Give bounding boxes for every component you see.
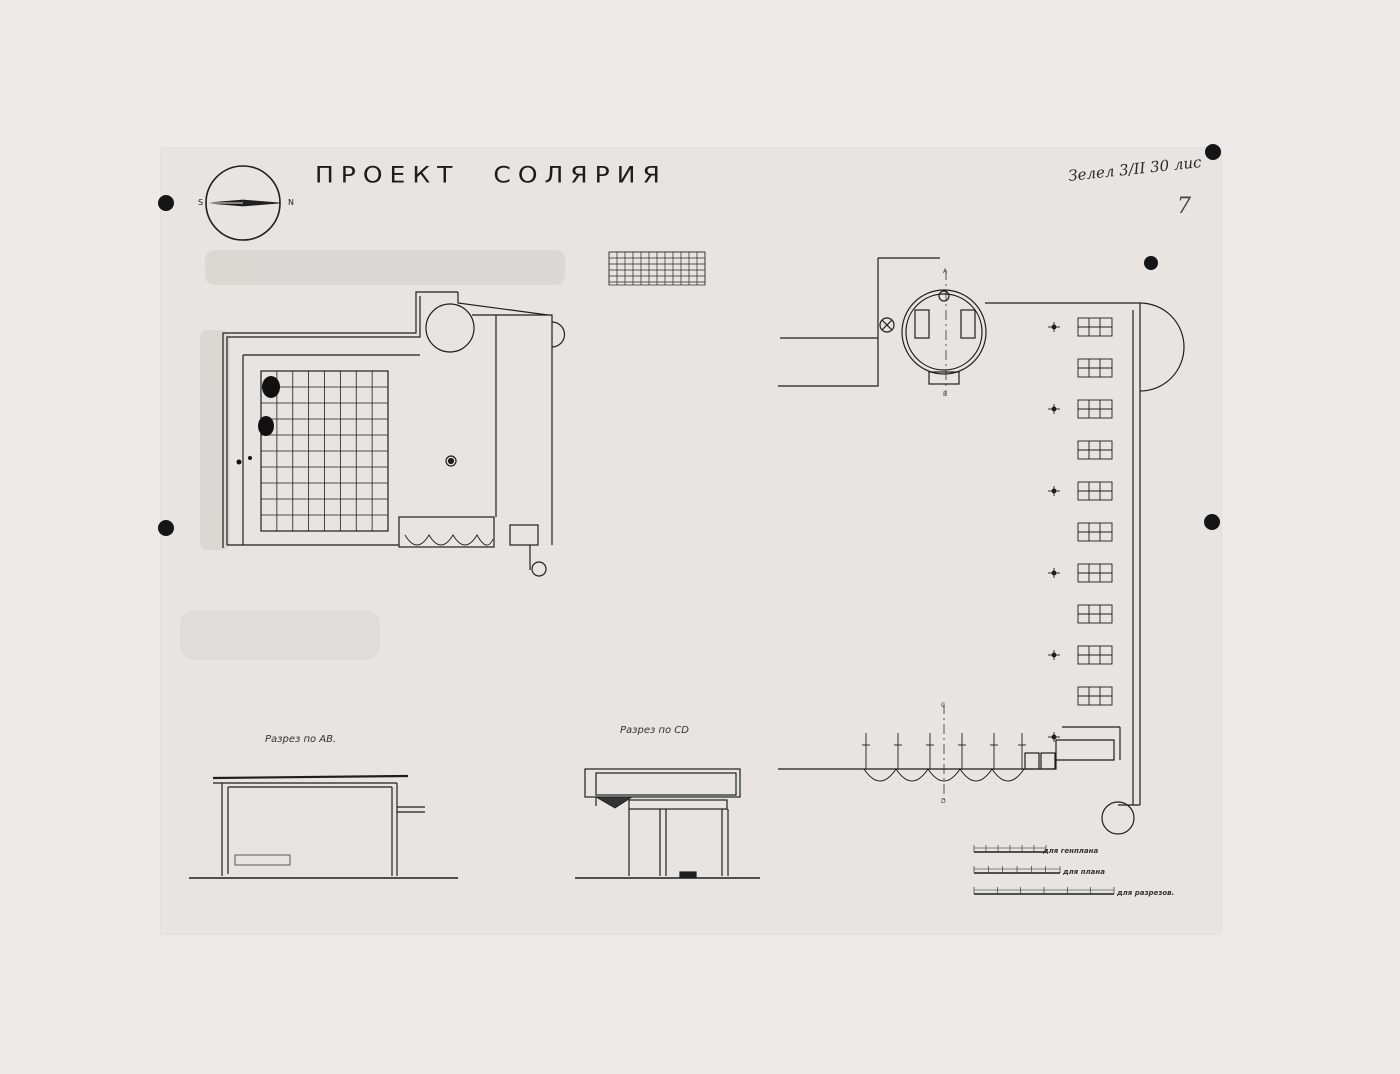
plan-blots — [236, 376, 280, 465]
scale-label-plan: для плана — [1063, 868, 1105, 876]
drawing-title: ПРОЕКТ СОЛЯРИЯ — [315, 162, 667, 188]
cabin-post — [990, 733, 998, 769]
window-unit — [1077, 317, 1113, 337]
section-marker-b: B — [943, 391, 948, 398]
section-marker-a: A — [943, 268, 948, 275]
scale-label-sections: для разрезов. — [1117, 889, 1175, 897]
cabin-post — [1018, 733, 1026, 769]
section-cd-drawing — [575, 768, 760, 879]
lamp-marker — [1048, 404, 1060, 414]
page-number: 7 — [1177, 194, 1191, 219]
title-word-2: СОЛЯРИЯ — [493, 162, 667, 189]
compass-icon — [205, 165, 281, 241]
section-marker-d: D — [941, 798, 946, 805]
section-ab-label: Разрез по АВ. — [265, 734, 337, 745]
cabin-post — [894, 733, 902, 769]
floor-plan-right — [778, 257, 1185, 835]
site-plan-left — [222, 291, 566, 577]
window-unit — [1077, 645, 1113, 665]
cabin-post — [862, 733, 870, 769]
scale-bar — [973, 887, 1115, 895]
lamp-marker — [1048, 732, 1060, 742]
scale-bar — [973, 866, 1061, 874]
scale-label-site-plan: для генплана — [1043, 847, 1099, 855]
window-unit — [1077, 358, 1113, 378]
window-unit — [1077, 686, 1113, 706]
window-unit — [1077, 522, 1113, 542]
compass-north-label: N — [288, 198, 294, 207]
lamp-marker — [1048, 322, 1060, 332]
lamp-marker — [1048, 486, 1060, 496]
scale-bar — [973, 845, 1047, 853]
window-unit — [1077, 604, 1113, 624]
pin-holes — [158, 144, 1221, 536]
cabin-post — [958, 733, 966, 769]
window-unit — [1077, 399, 1113, 419]
title-word-1: ПРОЕКТ — [315, 162, 460, 189]
section-ab-drawing — [189, 774, 458, 879]
scale-bars — [973, 845, 1115, 895]
hatch-legend — [608, 251, 706, 286]
section-cd-label: Разрез по CD — [620, 725, 689, 736]
window-unit — [1077, 440, 1113, 460]
window-unit — [1077, 563, 1113, 583]
window-unit — [1077, 481, 1113, 501]
lamp-marker — [1048, 568, 1060, 578]
compass-south-label: S — [198, 198, 204, 207]
cabin-post — [926, 733, 934, 769]
lamp-marker — [1048, 650, 1060, 660]
section-marker-c: C — [941, 702, 946, 709]
